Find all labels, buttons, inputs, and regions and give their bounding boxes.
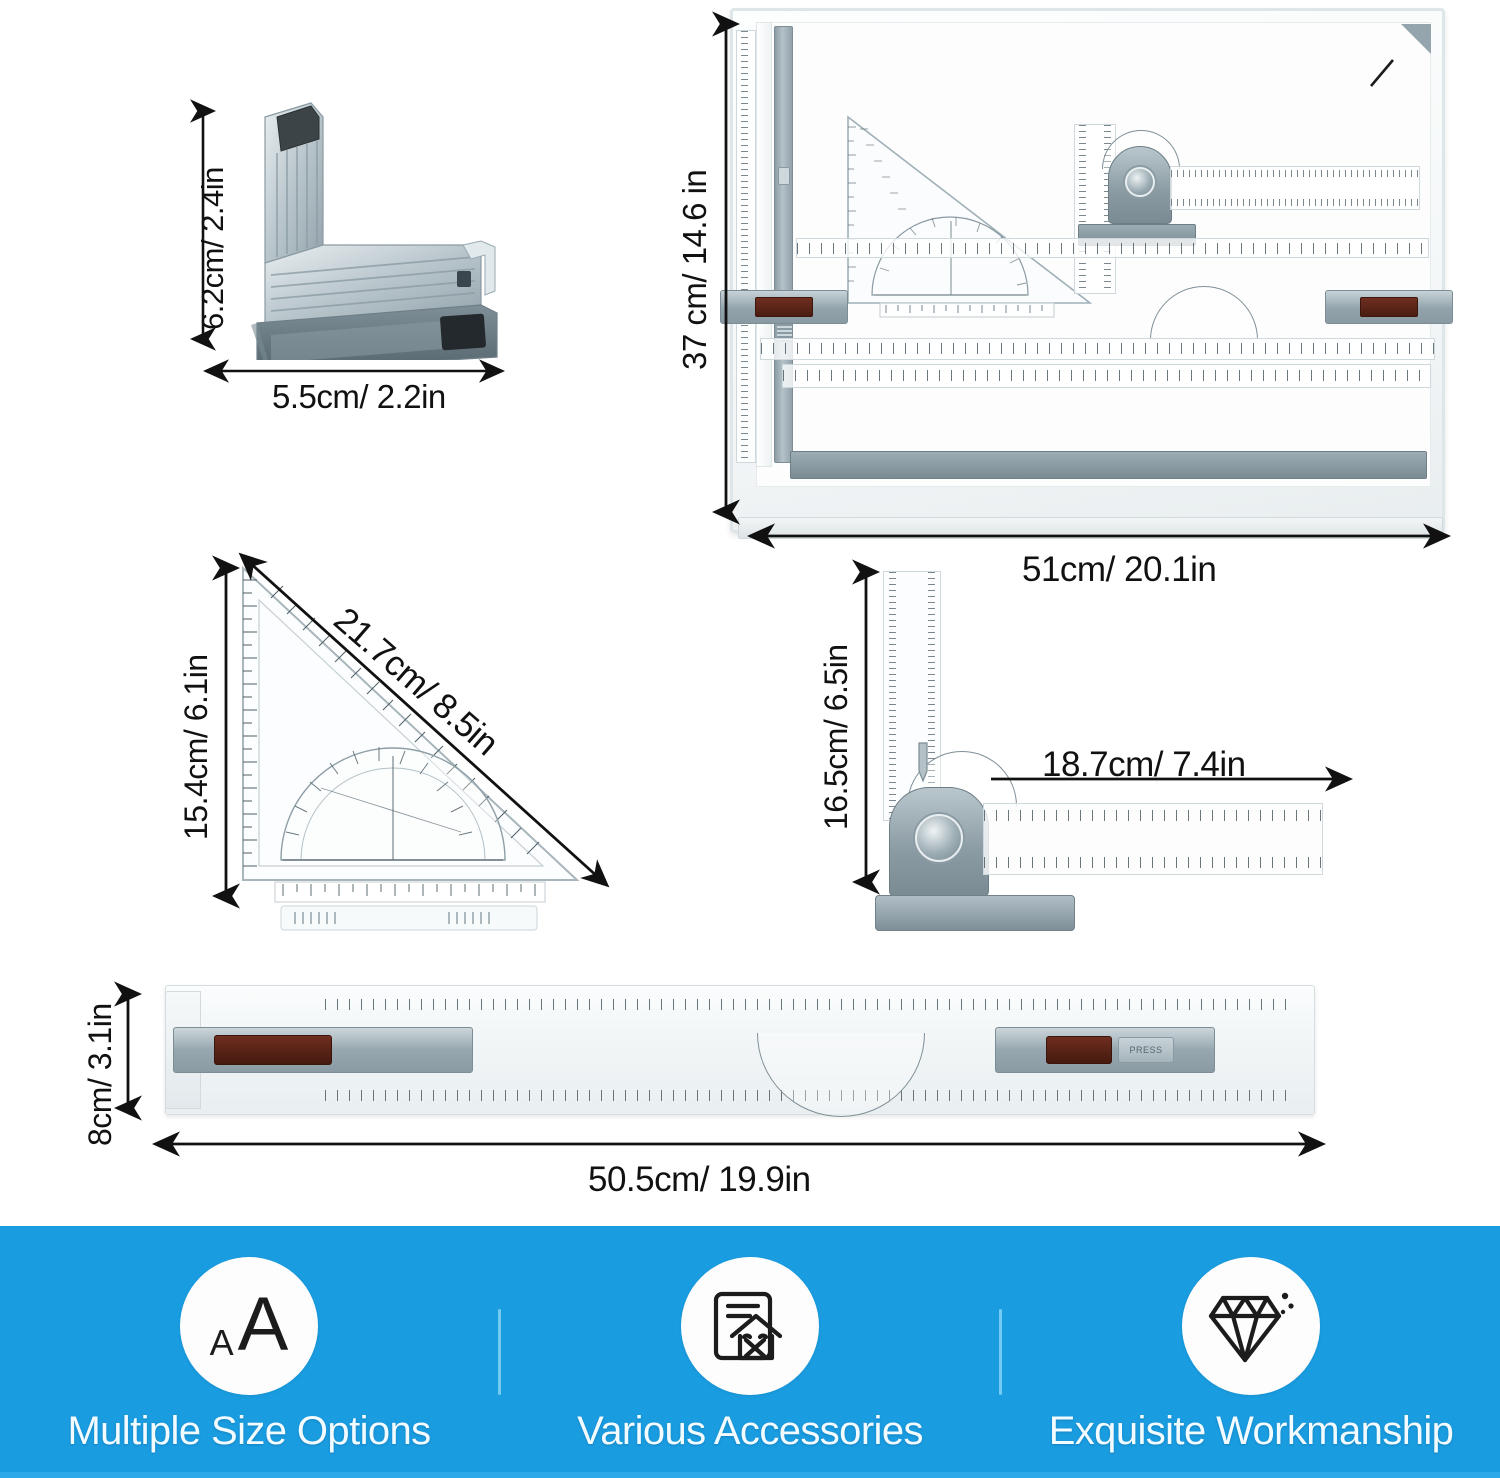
angle-ruler-horizontal-arm [983, 803, 1323, 875]
board-angle-pivot [1108, 146, 1172, 224]
angle-ruler-height-dimension: 16.5cm/ 6.5in [818, 644, 854, 830]
feature-multiple-size-options: A A Multiple Size Options [0, 1251, 498, 1454]
tray-height-dimension: 6.2cm/ 2.4in [195, 167, 230, 330]
board-bottom-rail [790, 451, 1427, 479]
board-slider-clip-left[interactable] [720, 290, 848, 324]
angle-ruler-width-dimension: 18.7cm/ 7.4in [1042, 745, 1246, 784]
feature-various-accessories: Various Accessories [501, 1251, 999, 1454]
board-vertical-rail [774, 26, 793, 463]
board-left-scale [736, 30, 756, 463]
board-bottom-scale [782, 364, 1431, 388]
feature-list: A A Multiple Size Options [0, 1226, 1500, 1478]
board-slider-pad-left [755, 297, 813, 317]
feature-divider-1 [498, 1309, 501, 1395]
board-angle-knob [1125, 166, 1155, 197]
set-square-drawing [242, 565, 580, 931]
feature-label-exquisite-workmanship: Exquisite Workmanship [1048, 1408, 1454, 1453]
board-corner-clip [1401, 24, 1431, 54]
diamond-icon-circle [1182, 1256, 1320, 1395]
board-height-dimension: 37 cm/ 14.6 in [676, 169, 713, 370]
blueprint-tools-icon [713, 1291, 783, 1360]
feature-bar: A A Multiple Size Options [0, 1226, 1500, 1478]
parallel-ruler-top-scale [325, 997, 1297, 1019]
parallel-ruler-height-dimension: 8cm/ 3.1in [82, 1003, 118, 1146]
feature-bar-bottom-strip [0, 1472, 1500, 1478]
angle-ruler-knob[interactable] [915, 813, 963, 862]
board-angle-arm-horizontal [1170, 166, 1420, 210]
board-slider-clip-right[interactable] [1325, 290, 1453, 324]
blueprint-tools-icon-circle [681, 1256, 819, 1395]
accessory-tray-drawing [251, 102, 498, 360]
text-size-icon-circle: A A [180, 1256, 318, 1395]
diamond-icon [1208, 1292, 1294, 1362]
angle-ruler-pivot-block [889, 787, 989, 897]
angle-ruler-base-foot [875, 895, 1075, 931]
feature-label-multiple-size-options: Multiple Size Options [67, 1408, 431, 1453]
text-size-icon: A A [209, 1282, 289, 1368]
parallel-ruler-press-button[interactable]: PRESS [1118, 1037, 1174, 1063]
text-size-icon-small-a: A [209, 1322, 234, 1364]
feature-label-various-accessories: Various Accessories [577, 1408, 923, 1453]
product-drawing-board [720, 8, 1453, 539]
product-parallel-ruler: PRESS [165, 985, 1315, 1117]
text-size-icon-large-a: A [237, 1282, 289, 1368]
board-slider-pad-right [1360, 297, 1418, 317]
board-parallel-ruler-upper [796, 238, 1429, 258]
board-parallel-ruler-lower [760, 338, 1435, 360]
board-width-dimension: 51cm/ 20.1in [1022, 550, 1217, 589]
parallel-ruler-slider-right[interactable]: PRESS [995, 1027, 1215, 1073]
parallel-ruler-pad-left [214, 1035, 332, 1065]
feature-divider-2 [999, 1309, 1002, 1395]
parallel-ruler-width-dimension: 50.5cm/ 19.9in [588, 1160, 811, 1199]
product-accessory-tray [190, 95, 515, 383]
parallel-ruler-width-arrow [152, 1131, 1326, 1157]
board-set-square [847, 115, 1093, 318]
parallel-ruler-pad-right [1046, 1036, 1112, 1064]
tray-width-dimension: 5.5cm/ 2.2in [272, 378, 446, 415]
parallel-ruler-slider-left[interactable] [173, 1027, 473, 1073]
feature-exquisite-workmanship: Exquisite Workmanship [1002, 1251, 1500, 1454]
product-set-square [225, 552, 625, 960]
set-square-height-dimension: 15.4cm/ 6.1in [178, 654, 214, 840]
board-base [738, 517, 1443, 539]
board-vertical-track [756, 22, 772, 467]
